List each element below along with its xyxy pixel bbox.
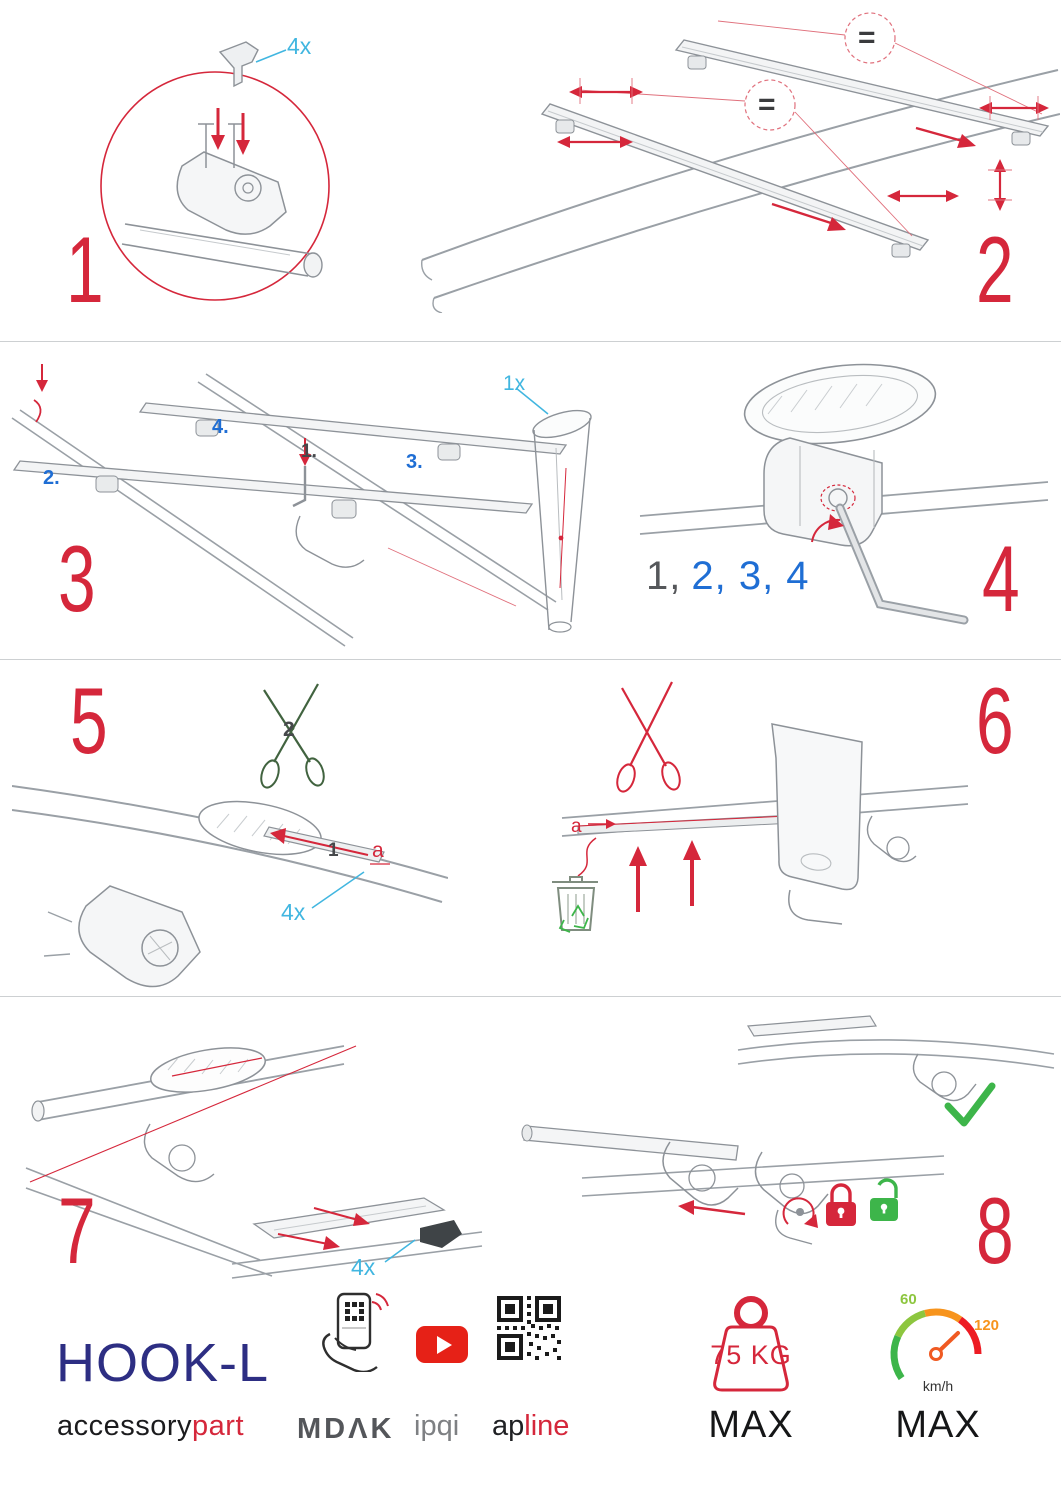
padlock-open-icon [870,1178,898,1221]
sequence-first: 1, [646,554,682,598]
qr-code [497,1296,561,1360]
alignment-line [29,1045,357,1183]
weight-max-label: MAX [708,1404,794,1446]
crossbar-front [540,103,930,251]
equal-spacing-badge: = [858,21,876,54]
weight-limit-label: 75 KG [710,1340,792,1370]
quantity-label: 4x [281,899,306,925]
scissors-icon [616,681,681,793]
speedometer-icon [890,1308,982,1381]
quantity-label: 4x [287,33,312,59]
step-5-diagram [12,683,448,988]
fixing-bracket-part [218,41,259,88]
product-name: HOOK-L [56,1333,270,1393]
strip-label: 1 [328,840,339,861]
logo-apline: apline [492,1412,569,1441]
clamp-body [763,437,883,547]
edge-label: a [372,839,384,862]
speed-low-label: 60 [900,1291,917,1308]
quantity-label: 1x [503,372,526,395]
step-2-diagram [421,12,1060,313]
step-7-number: 7 [58,1178,96,1283]
logo-ipqi: ipqi [414,1410,460,1442]
allen-key [292,466,307,508]
brand-part-1: accessory [57,1410,193,1442]
step-3-number: 3 [58,526,96,631]
clamp-body [78,885,201,988]
play-triangle-icon [436,1335,452,1354]
bracket-foot [771,723,863,891]
step-8-number: 8 [976,1178,1014,1283]
trash-bin-icon [552,876,598,931]
speed-unit-label: km/h [922,1378,954,1394]
speed-max-label: MAX [895,1404,981,1446]
step-5-number: 5 [70,668,108,773]
padlock-locked-icon [826,1183,856,1226]
phone-scan-icon [322,1292,389,1372]
step-4-number: 4 [982,526,1020,631]
sequence-label-4: 4. [212,416,229,438]
speed-high-label: 120 [974,1317,1000,1334]
step-3-diagram [11,364,592,647]
step-1-diagram [100,41,330,301]
section-divider [0,996,1061,997]
brand-wordmark: accessorypart [57,1412,244,1441]
step-6-number: 6 [976,668,1014,773]
recycle-icon [558,904,589,933]
end-cap-part [420,1220,462,1248]
step-6-diagram [552,681,969,933]
weight-icon [713,1296,789,1392]
section-divider [0,659,1061,660]
youtube-icon [416,1326,468,1363]
sequence-label-2: 2. [43,467,60,489]
equal-spacing-badge: = [758,88,776,121]
sequence-rest: 2, 3, 4 [691,554,810,598]
equal-spacing-arrows [568,90,1038,200]
logo-apline-part-1: ap [492,1410,525,1442]
step-7-diagram [25,1045,483,1279]
checkmark-icon [944,1082,996,1127]
brand-part-2: part [192,1410,245,1442]
logo-apline-part-2: line [524,1410,570,1442]
quantity-label: 4x [351,1254,376,1280]
scissors-icon [260,683,325,789]
step-1-number: 1 [66,217,104,322]
edge-label: a [571,816,582,837]
step-4-diagram [639,363,1049,625]
sequence-label-3: 3. [406,451,423,473]
section-divider [0,341,1061,342]
crossbar-rear [674,39,1050,137]
tighten-sequence: 1,2, 3, 4 [646,556,810,596]
step-8-diagram [521,1015,1055,1245]
cut-order-label: 2 [283,718,295,741]
insert-arrows [216,108,245,143]
sequence-label-1: 1. [301,441,317,462]
logo-mdak: MDΛK [297,1413,395,1445]
step-2-number: 2 [976,217,1014,322]
tool-cone [532,409,592,633]
